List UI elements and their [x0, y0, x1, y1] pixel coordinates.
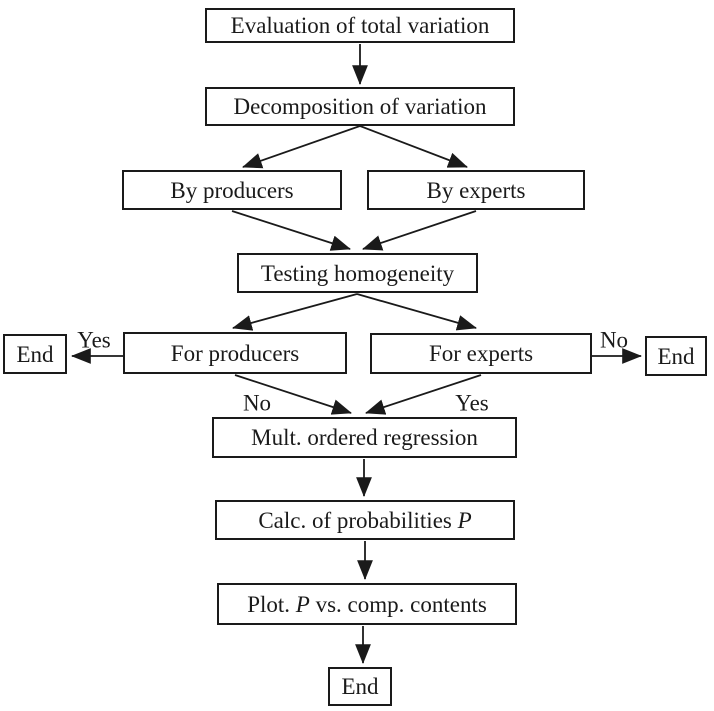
node-label: By producers [170, 177, 294, 203]
node-evaluation-total-variation: Evaluation of total variation [205, 8, 515, 43]
arrow-for-experts-to-regression [365, 374, 482, 415]
arrow-testing-to-for-producers [232, 293, 358, 331]
node-label: Mult. ordered regression [251, 425, 478, 450]
node-by-producers: By producers [122, 170, 342, 210]
arrow-by-producers-to-testing [231, 210, 351, 251]
arrow-decomposition-to-by-producers [242, 125, 361, 169]
node-mult-ordered-regression: Mult. ordered regression [212, 417, 517, 458]
node-label: End [657, 343, 695, 369]
node-label-variable-p: P [295, 591, 310, 617]
node-decomposition-of-variation: Decomposition of variation [205, 87, 515, 126]
node-label: For producers [170, 340, 300, 366]
edge-label-no-center: No [242, 390, 272, 416]
node-end-right: End [645, 336, 707, 376]
node-label: Decomposition of variation [233, 94, 487, 119]
node-label: For experts [428, 341, 534, 366]
node-end-left: End [3, 334, 67, 374]
node-for-experts: For experts [370, 333, 592, 374]
node-calc-of-probabilities: Calc. of probabilities P [215, 500, 515, 540]
node-label: Testing homogeneity [260, 260, 455, 286]
node-label-prefix: Plot. [247, 591, 296, 617]
node-by-experts: By experts [367, 170, 585, 210]
arrow-by-experts-to-testing [362, 210, 477, 251]
node-testing-homogeneity: Testing homogeneity [237, 253, 478, 293]
arrow-decomposition-to-by-experts [359, 125, 468, 168]
node-label-suffix: vs. comp. contents [309, 591, 487, 617]
node-end-bottom: End [328, 667, 392, 706]
node-label: End [16, 341, 54, 367]
node-label-variable-p: P [457, 507, 472, 533]
edge-label-no-right: No [599, 327, 629, 353]
node-plot-p-vs-comp-contents: Plot. P vs. comp. contents [217, 583, 517, 625]
edge-label-yes-center: Yes [455, 390, 489, 416]
node-label-prefix: Calc. of probabilities [258, 507, 458, 533]
node-label: End [341, 674, 379, 699]
node-label: Evaluation of total variation [230, 13, 490, 38]
node-label: By experts [426, 177, 526, 203]
arrow-testing-to-for-experts [356, 293, 477, 331]
arrow-for-producers-to-regression [234, 374, 352, 415]
node-for-producers: For producers [123, 332, 347, 374]
edge-label-yes-left: Yes [77, 327, 111, 353]
